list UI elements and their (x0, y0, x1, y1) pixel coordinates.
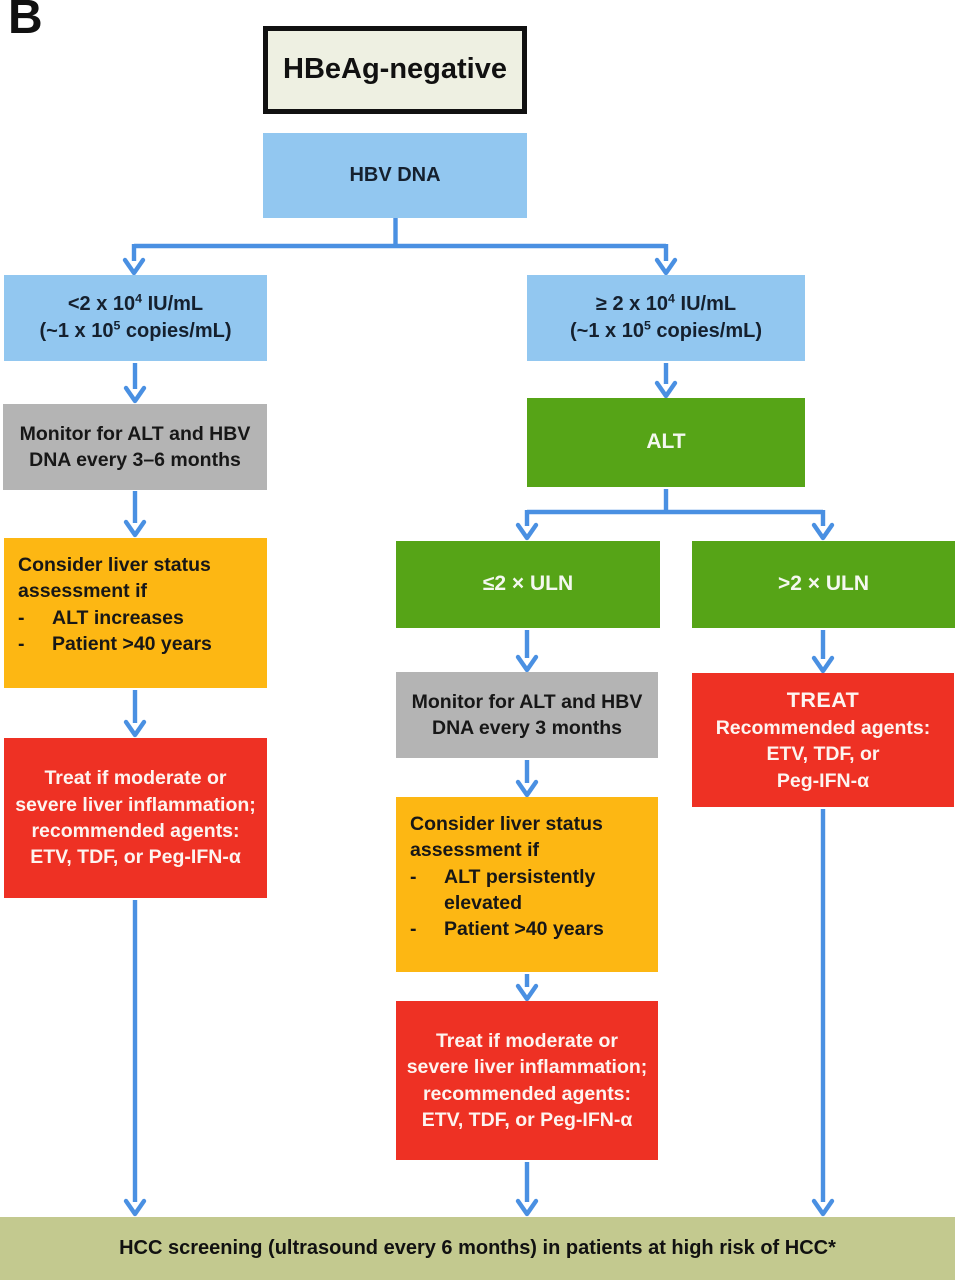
monitor3-line1: Monitor for ALT and HBV (411, 690, 643, 713)
treat-right-line2: ETV, TDF, or (766, 743, 880, 766)
treat-mid-line4: ETV, TDF, or Peg-IFN-α (421, 1108, 633, 1131)
node-consider-left: Consider liver status assessment if - AL… (4, 538, 267, 688)
consider-left-intro1: Consider liver status (18, 554, 211, 576)
node-dna-low-line2: (~1 x 105 copies/mL) (39, 318, 232, 342)
node-uln-low-label: ≤2 × ULN (482, 572, 574, 596)
node-alt-label: ALT (646, 430, 686, 454)
node-monitor-3-months: Monitor for ALT and HBV DNA every 3 mont… (396, 672, 658, 758)
node-monitor-3-6-months: Monitor for ALT and HBV DNA every 3–6 mo… (3, 404, 267, 490)
treat-mid-line2: severe liver inflammation; (406, 1056, 648, 1079)
treat-left-line4: ETV, TDF, or Peg-IFN-α (30, 846, 241, 869)
node-uln-low: ≤2 × ULN (396, 541, 660, 628)
arrowhead-to-dna-high (654, 257, 678, 276)
node-uln-high: >2 × ULN (692, 541, 955, 628)
node-dna-high-line1: ≥ 2 x 104 IU/mL (595, 291, 737, 315)
treat-right-line1: Recommended agents: (715, 717, 931, 740)
node-hbeag-negative-label: HBeAg-negative (283, 53, 507, 86)
node-treat-left: Treat if moderate or severe liver inflam… (4, 738, 267, 898)
consider-mid-item1: - ALT persistently elevated (410, 865, 596, 914)
treat-left-line1: Treat if moderate or (44, 767, 227, 790)
node-alt: ALT (527, 398, 805, 487)
treat-mid-line3: recommended agents: (422, 1082, 632, 1105)
node-consider-mid: Consider liver status assessment if - AL… (396, 797, 658, 972)
node-treat-mid: Treat if moderate or severe liver inflam… (396, 1001, 658, 1160)
monitor36-line2: DNA every 3–6 months (29, 449, 241, 471)
monitor3-line2: DNA every 3 months (431, 717, 622, 739)
treat-mid-line1: Treat if moderate or (435, 1029, 619, 1052)
consider-left-item2: - Patient >40 years (18, 632, 212, 655)
arrowhead-to-dna-low (122, 257, 146, 276)
node-hbv-dna-label: HBV DNA (349, 164, 441, 186)
treat-right-line3: Peg-IFN-α (776, 769, 870, 792)
treat-left-line2: severe liver inflammation; (15, 793, 256, 816)
node-dna-high-line2: (~1 x 105 copies/mL) (570, 318, 762, 342)
hcc-screening-banner-label: HCC screening (ultrasound every 6 months… (119, 1237, 836, 1259)
node-hbv-dna: HBV DNA (263, 133, 527, 218)
panel-label: B (8, 0, 43, 44)
consider-left-item1: - ALT increases (18, 606, 184, 629)
node-hbeag-negative: HBeAg-negative (263, 26, 527, 114)
node-dna-high: ≥ 2 x 104 IU/mL (~1 x 105 copies/mL) (527, 275, 805, 361)
arrowhead-to-uln-high (811, 522, 835, 541)
consider-mid-intro2: assessment if (410, 839, 539, 862)
consider-left-intro2: assessment if (18, 580, 147, 603)
arrowhead-to-uln-low (515, 522, 539, 541)
consider-mid-intro1: Consider liver status (410, 813, 603, 835)
monitor36-line1: Monitor for ALT and HBV (19, 422, 251, 445)
hcc-screening-banner: HCC screening (ultrasound every 6 months… (0, 1217, 955, 1280)
node-dna-low: <2 x 104 IU/mL (~1 x 105 copies/mL) (4, 275, 267, 361)
treat-left-line3: recommended agents: (31, 820, 240, 842)
consider-mid-item2: - Patient >40 years (410, 918, 604, 941)
node-dna-low-line1: <2 x 104 IU/mL (67, 291, 204, 315)
node-uln-high-label: >2 × ULN (777, 572, 870, 596)
treat-right-title: TREAT (786, 688, 860, 713)
node-treat-right: TREAT Recommended agents: ETV, TDF, or P… (692, 673, 954, 807)
